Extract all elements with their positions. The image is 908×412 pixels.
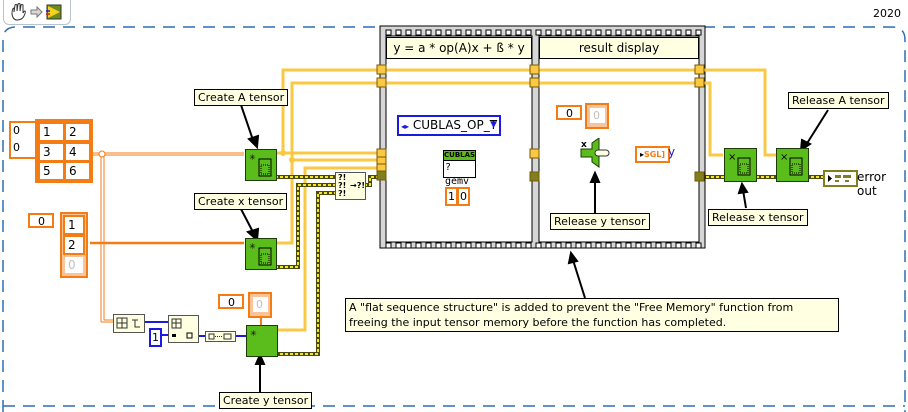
release-a-tensor-node[interactable]: × — [776, 148, 809, 182]
merge-errors-node[interactable]: ?!?!?! →?! — [335, 172, 366, 200]
release-y-tensor-node[interactable]: x — [580, 138, 612, 168]
data-cylinder-icon — [594, 149, 610, 157]
array-x: 1 2 0 — [60, 212, 88, 278]
array-a-cell[interactable]: 6 — [64, 161, 91, 181]
release-x-tensor-node[interactable]: × — [724, 148, 757, 182]
dropdown-arrow-icon: ▼ — [490, 120, 497, 130]
y-output-array: 0 — [585, 103, 609, 129]
cublas-func: ?gemv — [445, 162, 470, 187]
array-y-cell[interactable]: 0 — [251, 295, 270, 314]
block-diagram-icon[interactable] — [46, 4, 62, 20]
merge-arrow-icon: →?! — [350, 181, 365, 190]
cublas-gemv-node[interactable]: CUBLAS ?gemv — [443, 150, 476, 187]
cublas-header: CUBLAS — [444, 151, 476, 161]
tensor-file-icon — [260, 253, 270, 264]
array-a-cell[interactable]: 1 — [38, 122, 65, 142]
indicator-arrow-icon: ▸ — [639, 150, 644, 159]
annotation-arrows — [240, 104, 829, 394]
array-x-cell[interactable]: 2 — [63, 235, 85, 255]
label-create-a-tensor: Create A tensor — [194, 89, 289, 106]
version-label: 2020 — [873, 7, 901, 20]
create-y-tensor-node[interactable]: ✳ — [246, 325, 278, 357]
frame1-title: y = a * op(A)x + ß * y — [386, 37, 532, 59]
array-size-node[interactable] — [113, 314, 145, 333]
beta-constant[interactable]: 0 — [457, 187, 470, 206]
enum-increment-icon: ◂▸ — [401, 122, 410, 131]
release-y-x-label: x — [581, 140, 587, 150]
array-a-cell[interactable]: 5 — [38, 161, 65, 181]
array-a-index-row[interactable]: 0 — [13, 124, 20, 137]
array-a-cell[interactable]: 2 — [64, 122, 91, 142]
frame2-title: result display — [539, 37, 699, 59]
create-spark-icon: ✳ — [249, 242, 256, 251]
indicator-arrow-icon — [828, 175, 832, 182]
array-a-index-col[interactable]: 0 — [13, 141, 20, 154]
array-x-cell[interactable]: 1 — [63, 215, 85, 235]
step-arrow-icon[interactable] — [30, 5, 43, 19]
label-release-a-tensor: Release A tensor — [788, 92, 889, 109]
array-y: 0 — [248, 292, 272, 318]
create-spark-icon: ✳ — [250, 329, 257, 338]
release-x-icon: × — [780, 152, 788, 163]
hand-tool-icon[interactable] — [11, 3, 26, 21]
label-create-x-tensor: Create x tensor — [194, 193, 288, 210]
flat-sequence-comment: A "flat sequence structure" is added to … — [345, 298, 839, 332]
label-release-x-tensor: Release x tensor — [708, 209, 808, 226]
array-x-index[interactable]: 0 — [28, 213, 54, 228]
tensor-passthrough-wires — [283, 68, 765, 85]
error-out-indicator — [823, 170, 858, 187]
label-create-y-tensor: Create y tensor — [219, 392, 313, 409]
sequence-tunnels — [376, 64, 705, 182]
y-output-cell: 0 — [588, 106, 607, 125]
tensor-file-icon — [791, 163, 801, 174]
size-constant[interactable]: 1 — [149, 328, 162, 347]
tensor-file-icon — [739, 163, 749, 174]
tensor-file-icon — [260, 164, 270, 175]
toolbar-icons — [11, 3, 62, 21]
create-a-tensor-node[interactable]: ✳ — [245, 149, 277, 181]
flat-sequence-structure — [379, 25, 706, 249]
y-output-index[interactable]: 0 — [556, 105, 582, 120]
cublas-op-enum[interactable]: ◂▸ CUBLAS_OP_T ▼ — [397, 115, 501, 136]
to-sgl-node[interactable] — [205, 331, 236, 342]
toolbar-tab — [3, 0, 71, 25]
create-spark-icon: ✳ — [249, 153, 256, 162]
y-indicator: ▸SGL] — [635, 146, 670, 163]
error-out-label: error out — [857, 170, 887, 198]
array-a-cell[interactable]: 3 — [38, 142, 65, 162]
cublas-op-value: CUBLAS_OP_T — [412, 118, 498, 132]
release-x-icon: × — [728, 152, 736, 163]
initialize-array-node[interactable] — [168, 315, 199, 343]
create-x-tensor-node[interactable]: ✳ — [245, 238, 277, 270]
array-a-index-box: 0 0 — [9, 121, 37, 159]
array-a-cell[interactable]: 4 — [64, 142, 91, 162]
y-indicator-label: y — [668, 145, 676, 159]
array-x-cell-empty[interactable]: 0 — [63, 255, 85, 275]
label-release-y-tensor: Release y tensor — [550, 213, 650, 230]
array-a: 1 2 3 4 5 6 — [35, 119, 93, 183]
array-y-index[interactable]: 0 — [218, 294, 244, 309]
